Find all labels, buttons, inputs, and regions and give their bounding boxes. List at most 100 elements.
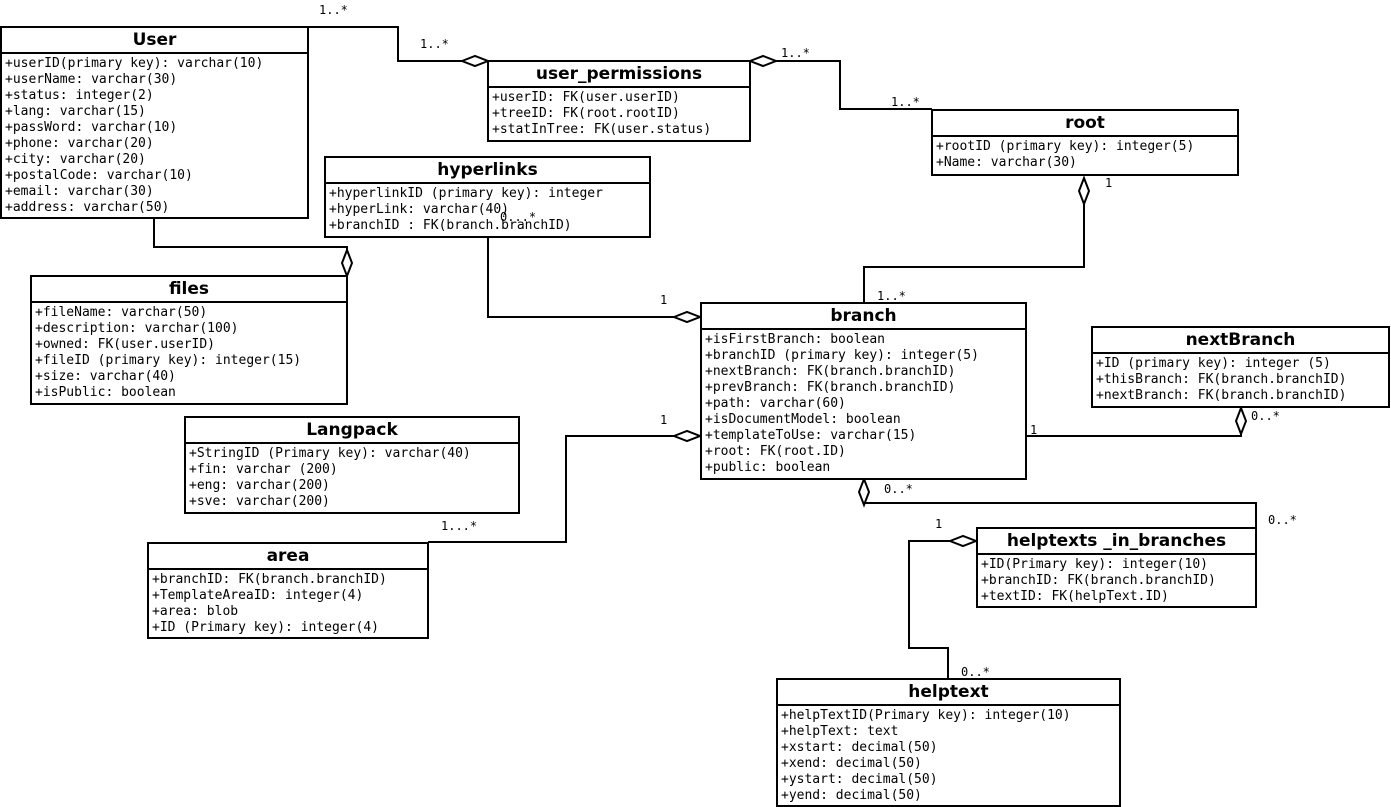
class-files[interactable]: files +fileName: varchar(50) +descriptio… <box>30 275 348 405</box>
class-title: nextBranch <box>1093 328 1388 354</box>
attribute: +description: varchar(100) <box>35 321 239 336</box>
attribute: +userID(primary key): varchar(10) <box>5 56 264 71</box>
attribute: +statInTree: FK(user.status) <box>492 122 712 137</box>
multiplicity-label: 1..* <box>891 95 920 109</box>
attribute: +branchID: FK(branch.branchID) <box>152 572 387 587</box>
multiplicity-label: 0..* <box>1251 409 1280 423</box>
class-branch[interactable]: branch +isFirstBranch: boolean +branchID… <box>700 302 1027 480</box>
attribute: +helpTextID(Primary key): integer(10) <box>781 708 1071 723</box>
attribute: +size: varchar(40) <box>35 369 176 384</box>
multiplicity-label: 1..* <box>781 46 810 60</box>
attribute: +ystart: decimal(50) <box>781 772 938 787</box>
attribute: +prevBranch: FK(branch.branchID) <box>705 380 956 395</box>
attribute: +ID(Primary key): integer(10) <box>981 557 1208 572</box>
link-hyperlinks-branch <box>487 237 674 318</box>
attribute: +branchID (primary key): integer(5) <box>705 348 979 363</box>
diamond-icon <box>947 534 979 548</box>
multiplicity-label: 1..* <box>319 3 348 17</box>
attribute: +isDocumentModel: boolean <box>705 412 901 427</box>
class-title: root <box>933 111 1237 137</box>
multiplicity-label: 1 <box>660 293 668 307</box>
attribute: +city: varchar(20) <box>5 152 146 167</box>
diamond-icon <box>1077 175 1091 207</box>
multiplicity-label: 1 <box>660 413 668 427</box>
link-helptext-helptexts <box>908 540 950 678</box>
class-user[interactable]: User +userID(primary key): varchar(10) +… <box>0 26 309 219</box>
class-root[interactable]: root +rootID (primary key): integer(5) +… <box>931 109 1239 176</box>
multiplicity-label: 1 <box>935 517 943 531</box>
attribute: +email: varchar(30) <box>5 184 154 199</box>
diamond-icon <box>1234 405 1248 437</box>
attribute: +nextBranch: FK(branch.branchID) <box>705 364 956 379</box>
multiplicity-label: 1 <box>1105 176 1113 190</box>
multiplicity-label: 0..* <box>884 482 913 496</box>
attribute: +rootID (primary key): integer(5) <box>936 139 1195 154</box>
multiplicity-label: 0..* <box>961 665 990 679</box>
class-hyperlinks[interactable]: hyperlinks +hyperlinkID (primary key): i… <box>324 156 651 238</box>
class-title: files <box>32 277 346 303</box>
class-title: helptexts _in_branches <box>978 529 1255 555</box>
multiplicity-label: 1 <box>1030 423 1038 437</box>
attribute: +status: integer(2) <box>5 88 154 103</box>
attribute: +branchID: FK(branch.branchID) <box>981 573 1216 588</box>
attribute: +owned: FK(user.userID) <box>35 337 216 352</box>
attribute: +path: varchar(60) <box>705 396 846 411</box>
attribute: +fin: varchar (200) <box>189 462 338 477</box>
attribute: +yend: decimal(50) <box>781 788 922 803</box>
attribute: +passWord: varchar(10) <box>5 120 178 135</box>
multiplicity-label: 1..* <box>877 289 906 303</box>
attribute: +sve: varchar(200) <box>189 494 330 509</box>
attribute: +branchID : FK(branch.branchID) <box>329 218 572 233</box>
multiplicity-label: 0...* <box>500 210 537 224</box>
attribute: +phone: varchar(20) <box>5 136 154 151</box>
link-area-branch <box>428 435 674 543</box>
link-permissions-root <box>776 60 932 110</box>
attribute: +area: blob <box>152 604 239 619</box>
attribute: +treeID: FK(root.rootID) <box>492 106 680 121</box>
attribute: +public: boolean <box>705 460 831 475</box>
attribute: +ID (primary key): integer (5) <box>1096 356 1331 371</box>
link-user-files <box>153 218 348 250</box>
attribute: +nextBranch: FK(branch.branchID) <box>1096 388 1347 403</box>
attribute: +lang: varchar(15) <box>5 104 146 119</box>
attribute: +hyperlinkID (primary key): integer <box>329 186 603 201</box>
attribute: +address: varchar(50) <box>5 200 170 215</box>
diamond-icon <box>747 54 779 68</box>
attribute: +isPublic: boolean <box>35 385 176 400</box>
diamond-icon <box>671 310 703 324</box>
link-user-permissions <box>307 26 462 62</box>
attribute: +fileID (primary key): integer(15) <box>35 353 302 368</box>
class-title: helptext <box>778 680 1119 706</box>
attribute: +fileName: varchar(50) <box>35 305 208 320</box>
class-helptext[interactable]: helptext +helpTextID(Primary key): integ… <box>776 678 1121 807</box>
multiplicity-label: 1..* <box>420 37 449 51</box>
attribute: +ID (Primary key): integer(4) <box>152 620 379 635</box>
class-title: user_permissions <box>489 62 749 88</box>
attribute: +helpText: text <box>781 724 899 739</box>
attribute: +hyperLink: varchar(40) <box>329 202 510 217</box>
attribute: +StringID (Primary key): varchar(40) <box>189 446 471 461</box>
attribute: +thisBranch: FK(branch.branchID) <box>1096 372 1347 387</box>
link-branch-nextbranch <box>1027 434 1242 437</box>
attribute: +postalCode: varchar(10) <box>5 168 193 183</box>
class-next-branch[interactable]: nextBranch +ID (primary key): integer (5… <box>1091 326 1390 408</box>
attribute: +templateToUse: varchar(15) <box>705 428 917 443</box>
class-title: hyperlinks <box>326 158 649 184</box>
class-title: Langpack <box>186 418 518 444</box>
class-helptexts-in-branches[interactable]: helptexts _in_branches +ID(Primary key):… <box>976 527 1257 608</box>
diamond-icon <box>671 429 703 443</box>
attribute: +userID: FK(user.userID) <box>492 90 680 105</box>
attribute: +xend: decimal(50) <box>781 756 922 771</box>
diamond-icon <box>857 476 871 508</box>
attribute: +eng: varchar(200) <box>189 478 330 493</box>
link-root-branch <box>863 204 1085 303</box>
class-user-permissions[interactable]: user_permissions +userID: FK(user.userID… <box>487 60 751 142</box>
class-area[interactable]: area +branchID: FK(branch.branchID) +Tem… <box>147 542 429 639</box>
class-title: area <box>149 544 427 570</box>
attribute: +xstart: decimal(50) <box>781 740 938 755</box>
multiplicity-label: 0..* <box>1268 513 1297 527</box>
class-title: branch <box>702 304 1025 330</box>
class-langpack[interactable]: Langpack +StringID (Primary key): varcha… <box>184 416 520 514</box>
attribute: +Name: varchar(30) <box>936 155 1077 170</box>
